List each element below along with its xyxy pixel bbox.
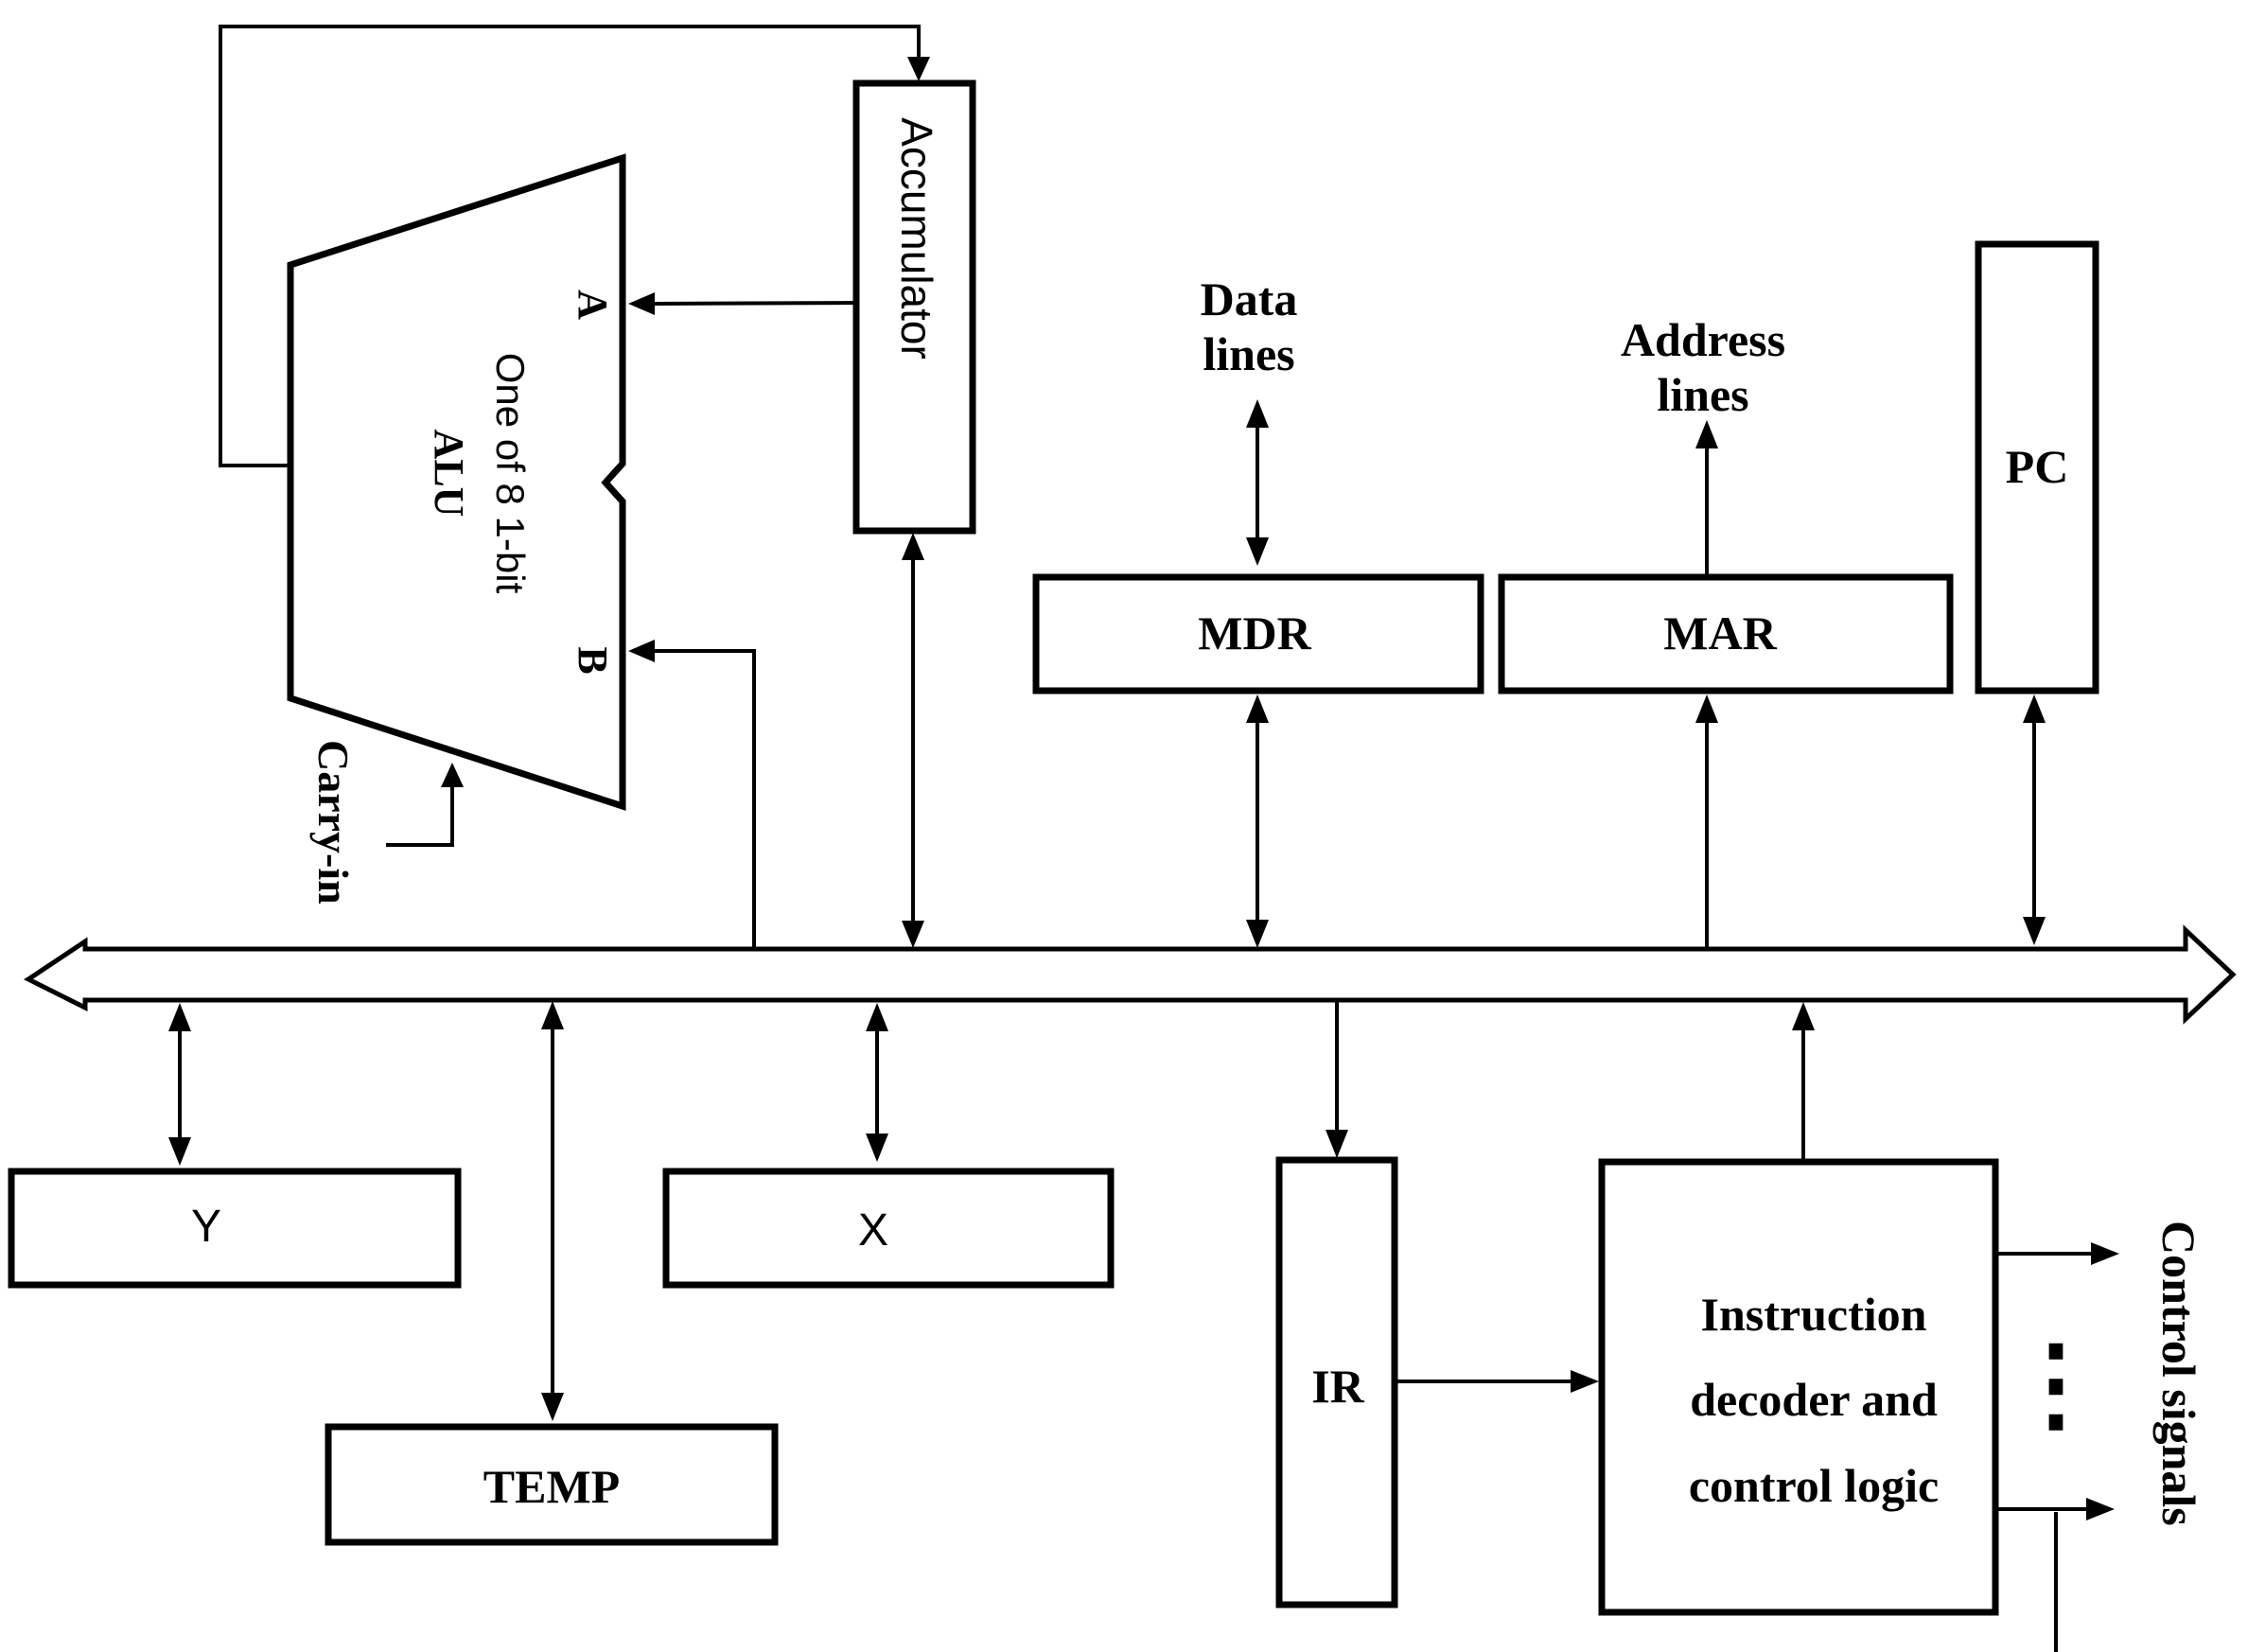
y-register [8,1168,462,1289]
y-bus-arrowhead-bottom [168,1137,191,1166]
temp-label: TEMP [483,1460,620,1513]
address-lines-label-line2: lines [1657,368,1748,421]
control-signal-arrowhead-bottom [2086,1498,2115,1520]
decoder-label-line2: decoder and [1690,1373,1938,1426]
control-signal-arrowhead-top [2091,1242,2119,1265]
y-label: Y [191,1202,221,1252]
data-lines-arrowhead-top [1246,399,1269,428]
alu-port-a: A [570,290,616,320]
mar-register [1498,573,1954,694]
data-lines-arrowhead-bottom [1246,537,1269,566]
carry-in-arrowhead [441,763,464,787]
internal-bus [24,924,2237,1025]
carry-in-wire [386,785,454,847]
temp-bus-arrowhead-top [541,1001,564,1029]
alu-title-line2: ALU [426,430,472,518]
bus-to-alu-b-wire [653,649,756,949]
control-signals-ellipsis: ⋮ [2004,1327,2108,1442]
control-signals-label: Control signals [2152,1221,2205,1526]
x-bus-arrowhead-bottom [866,1134,888,1162]
x-label: X [858,1205,888,1256]
mdr-register [1032,573,1484,694]
accumulator-bus-arrowhead-bottom [902,921,924,948]
temp-bus-arrowhead-bottom [541,1393,564,1421]
mdr-label: MDR [1198,606,1311,659]
y-bus-arrowhead-top [168,1003,191,1031]
decoder-bus-arrowhead [1792,1002,1815,1030]
accumulator-to-alu-a-wire [652,301,857,306]
mar-input-arrowhead [1695,694,1718,723]
ir-input-arrowhead [1326,1130,1348,1158]
carry-in-label: Carry-in [309,740,358,905]
instruction-decoder-block [1598,1158,1999,1616]
address-lines-label-line1: Address [1621,313,1785,366]
temp-register [325,1423,779,1546]
pc-bus-arrowhead-top [2023,694,2046,723]
accumulator-register [852,79,976,535]
ir-label: IR [1311,1360,1364,1413]
data-lines-label-line2: lines [1203,327,1294,380]
decoder-label-line3: control logic [1689,1459,1939,1512]
accumulator-bus-arrowhead-top [902,533,924,560]
alu-port-b: B [570,646,616,674]
mar-label: MAR [1663,606,1777,659]
alu-title-line1: One of 8 1-bit [488,353,533,594]
pc-label: PC [2006,440,2069,493]
alu-a-arrowhead [628,292,655,315]
pc-register [1975,240,2099,694]
x-register [662,1168,1115,1289]
accumulator-label: Accumulator [892,117,941,360]
address-lines-arrowhead [1695,420,1718,448]
decoder-input-arrowhead [1571,1370,1599,1393]
alu-b-arrowhead [628,640,655,662]
x-bus-arrowhead-top [866,1003,888,1031]
decoder-label-line1: Instruction [1701,1288,1927,1341]
alu-body [287,153,626,811]
data-lines-label-line1: Data [1201,272,1298,325]
mdr-bus-arrowhead-bottom [1246,920,1269,948]
alu-feedback-wire [219,25,921,467]
mdr-bus-arrowhead-top [1246,694,1269,723]
accumulator-input-arrowhead [907,57,930,81]
pc-bus-arrowhead-bottom [2023,917,2046,945]
